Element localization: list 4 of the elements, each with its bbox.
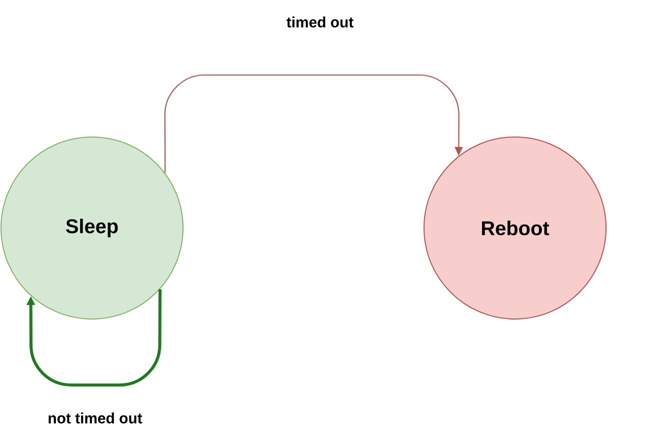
arrow: [26, 289, 162, 386]
arrow: [164, 74, 463, 173]
edge-label: timed out: [285, 16, 355, 28]
edge-label: not timed out: [46, 412, 144, 424]
